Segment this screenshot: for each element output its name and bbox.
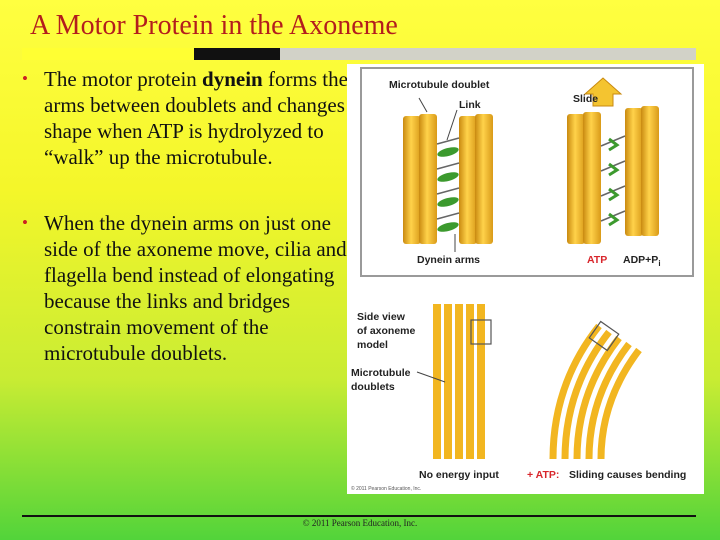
title-rule-segment <box>22 48 194 60</box>
microtubule-icon <box>567 114 585 244</box>
label-no-energy: No energy input <box>419 469 499 481</box>
label-side-view: Side view <box>357 311 406 323</box>
label-plus-atp: + ATP: <box>527 469 559 481</box>
microtubule-icon <box>641 106 659 236</box>
footer-copyright: © 2011 Pearson Education, Inc. <box>0 518 720 528</box>
title-rule-segment <box>280 48 696 60</box>
label-microtubule-doublets: doublets <box>351 381 395 393</box>
microtubule-icon <box>475 114 493 244</box>
axoneme-figure: Microtubule doublet Link Slide Dynein ar… <box>347 64 704 494</box>
label-link: Link <box>459 99 481 111</box>
label-microtubule-doublets: Microtubule <box>351 367 411 379</box>
label-side-view: model <box>357 339 388 351</box>
figure-copyright: © 2011 Pearson Education, Inc. <box>351 485 421 492</box>
microtubule-icon <box>625 108 643 236</box>
bullet-icon: • <box>22 66 28 92</box>
title-rule-segment <box>194 48 280 60</box>
bent-axoneme-model <box>553 321 639 459</box>
slide-title: A Motor Protein in the Axoneme <box>30 10 398 42</box>
bullet-icon: • <box>22 210 28 236</box>
label-sliding: Sliding causes bending <box>569 469 686 481</box>
label-atp: ATP <box>587 254 607 266</box>
microtubule-icon <box>583 112 601 244</box>
label-slide: Slide <box>573 93 598 105</box>
bullet-item: • When the dynein arms on just one side … <box>22 210 352 366</box>
axoneme-diagram: Microtubule doublet Link Slide Dynein ar… <box>347 64 704 494</box>
microtubule-icon <box>419 114 437 244</box>
label-dynein-arms: Dynein arms <box>417 254 480 266</box>
bullet-list: • The motor protein dynein forms the arm… <box>22 66 352 406</box>
microtubule-icon <box>403 116 421 244</box>
bullet-text: The motor protein <box>44 67 202 91</box>
microtubule-icon <box>459 116 477 244</box>
bullet-bold-term: dynein <box>202 67 263 91</box>
label-adp: ADP+Pi <box>623 254 661 268</box>
footer-rule <box>22 515 696 517</box>
straight-axoneme-model <box>433 304 491 459</box>
label-side-view: of axoneme <box>357 325 416 337</box>
bullet-item: • The motor protein dynein forms the arm… <box>22 66 352 170</box>
bullet-text: When the dynein arms on just one side of… <box>44 211 347 365</box>
label-microtubule-doublet: Microtubule doublet <box>389 79 490 91</box>
